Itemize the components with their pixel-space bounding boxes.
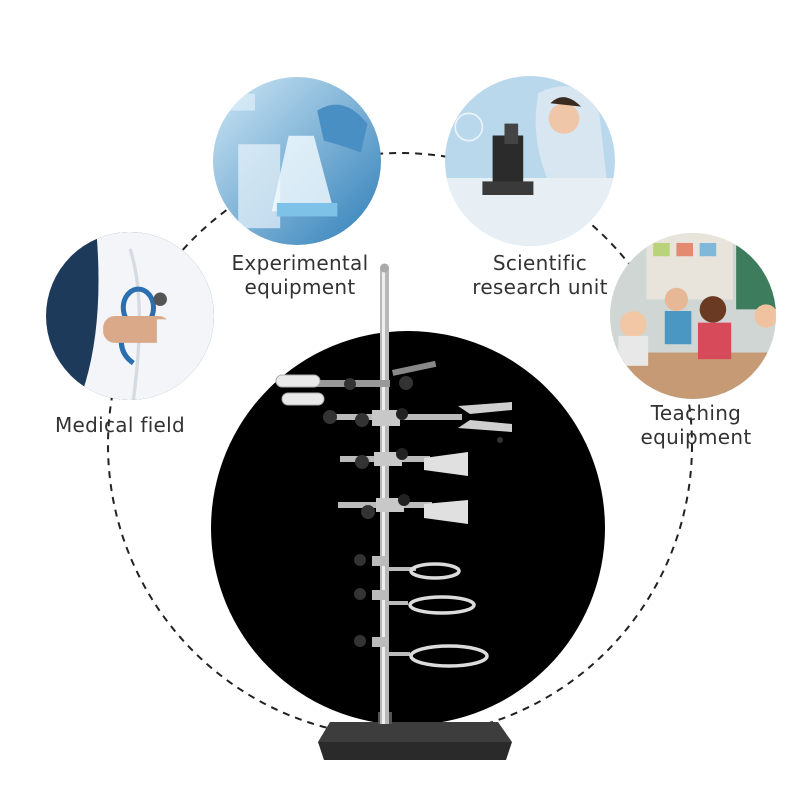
scientific-research-label: Scientific research unit (450, 251, 630, 299)
experimental-label-line-1: Experimental (231, 251, 369, 275)
support-rod (380, 263, 389, 724)
double-clamp (275, 360, 437, 406)
experimental-equipment-photo (213, 77, 381, 245)
experimental-label-line-2: equipment (244, 275, 356, 299)
teaching-label-line-1: Teaching (650, 401, 742, 425)
medical-field-photo (46, 232, 214, 400)
teaching-equipment-photo (610, 233, 776, 399)
support-ring-medium (354, 588, 476, 615)
experimental-equipment-label: Experimental equipment (210, 251, 390, 299)
medical-label-line-1: Medical field (54, 413, 186, 437)
holder-clamp-2 (338, 494, 468, 524)
black-backdrop-disc (211, 331, 605, 725)
teaching-label-line-2: equipment (640, 425, 752, 449)
holder-clamp-1 (340, 448, 468, 476)
teaching-equipment-label: Teaching equipment (606, 401, 786, 449)
claw-clamp (323, 402, 512, 443)
support-ring-small (354, 554, 461, 580)
research-label-line-2: research unit (472, 275, 608, 299)
support-ring-large (354, 635, 489, 668)
scientific-research-photo (445, 76, 615, 246)
research-label-line-1: Scientific (492, 251, 588, 275)
medical-field-label: Medical field (30, 413, 210, 437)
